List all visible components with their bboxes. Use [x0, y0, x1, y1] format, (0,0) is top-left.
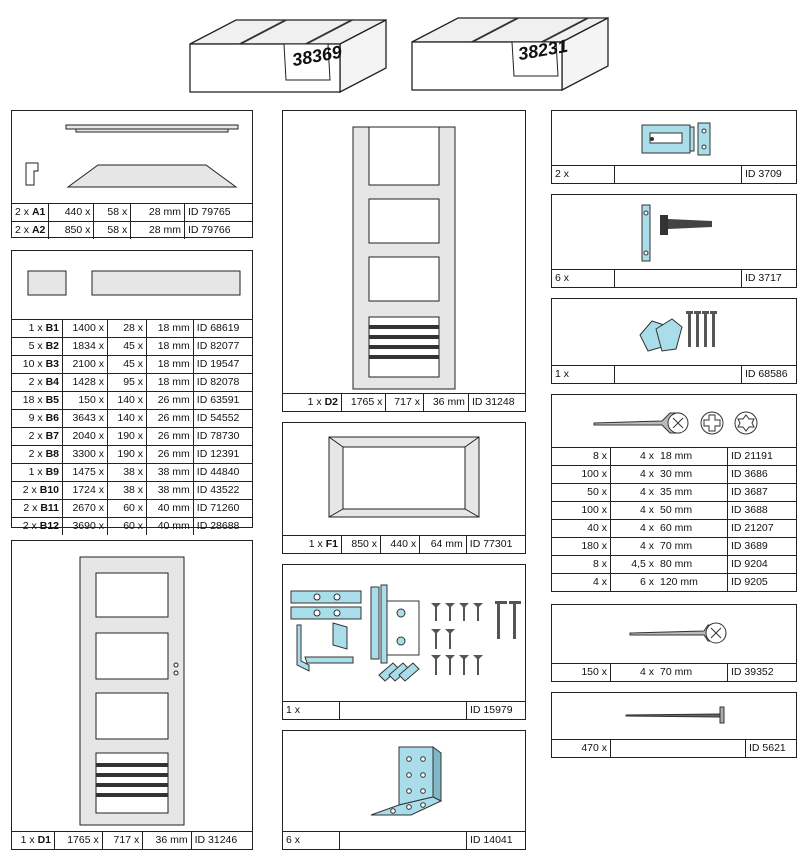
- table-row: 1 x D2 1765 x 717 x 36 mm ID 31248: [283, 393, 525, 411]
- a-picture: [12, 111, 252, 203]
- b-picture: [12, 251, 252, 319]
- lock-set-picture: [283, 565, 525, 703]
- box-f1: 1 x F1 850 x 440 x 64 mm ID 77301: [282, 422, 526, 554]
- table-row: 1 x D1 1765 x 717 x 36 mm ID 31246: [12, 831, 252, 849]
- lock-plate-icon: [290, 590, 362, 620]
- box-angle-bracket: 6 x ID 14041: [282, 730, 526, 850]
- crate-left: 38369: [188, 10, 388, 94]
- crate-right: 38231: [410, 10, 610, 92]
- table-row: 1 x ID 15979: [283, 701, 525, 719]
- nail-icon: [625, 706, 725, 724]
- pan-screw-icon: [629, 622, 727, 644]
- angle-bracket-icon: [370, 746, 443, 816]
- table-row: 6 x ID 3717: [552, 269, 796, 287]
- f1-picture: [283, 423, 525, 535]
- table-row: 470 x ID 5621: [552, 739, 796, 757]
- pan-screw-picture: [552, 605, 796, 665]
- key-icon: [378, 662, 420, 682]
- box-barrel-bolt: 2 x ID 3709: [551, 110, 797, 184]
- barrel-bolt-icon: [641, 122, 711, 156]
- box-d1: 1 x D1 1765 x 717 x 36 mm ID 31246: [11, 540, 253, 850]
- box-nail: 470 x ID 5621: [551, 692, 797, 758]
- box-lock-set: 1 x ID 15979: [282, 564, 526, 720]
- table-row: 1 x F1 850 x 440 x 64 mm ID 77301: [283, 535, 525, 553]
- barrel-bolt-picture: [552, 111, 796, 167]
- mortise-lock-icon: [370, 584, 420, 664]
- hook-eye-icon: [641, 204, 712, 262]
- table-row: 2 x A2 850 x 58 x 28 mm ID 79766: [12, 221, 252, 239]
- box-pan-screw: 150 x 4 x 70 mm ID 39352: [551, 604, 797, 682]
- table-row: 2 x A1 440 x 58 x 28 mm ID 79765: [12, 203, 252, 222]
- phillips-head-icon: [700, 411, 724, 435]
- box-hook-eye: 6 x ID 3717: [551, 194, 797, 288]
- box-a: 2 x A1 440 x 58 x 28 mm ID 79765 2 x A2 …: [11, 110, 253, 239]
- table-row: 1 x ID 68586: [552, 365, 796, 383]
- d2-picture: [283, 111, 525, 393]
- d1-picture: [12, 541, 252, 831]
- door-handle-icon: [296, 622, 354, 672]
- screw-icon: [431, 601, 521, 675]
- nail-picture: [552, 693, 796, 741]
- wall-plugs-picture: [552, 299, 796, 367]
- torx-head-icon: [734, 411, 758, 435]
- wood-screw-icon: [593, 412, 689, 434]
- table-row: 2 x ID 3709: [552, 165, 796, 183]
- angle-bracket-picture: [283, 731, 525, 831]
- table-row: 6 x ID 14041: [283, 831, 525, 849]
- table-row: 150 x 4 x 70 mm ID 39352: [552, 663, 796, 681]
- box-d2: 1 x D2 1765 x 717 x 36 mm ID 31248: [282, 110, 526, 412]
- wood-screws-picture: [552, 395, 796, 453]
- wall-plug-icon: [639, 311, 717, 352]
- hook-eye-picture: [552, 195, 796, 271]
- box-wall-plugs: 1 x ID 68586: [551, 298, 797, 384]
